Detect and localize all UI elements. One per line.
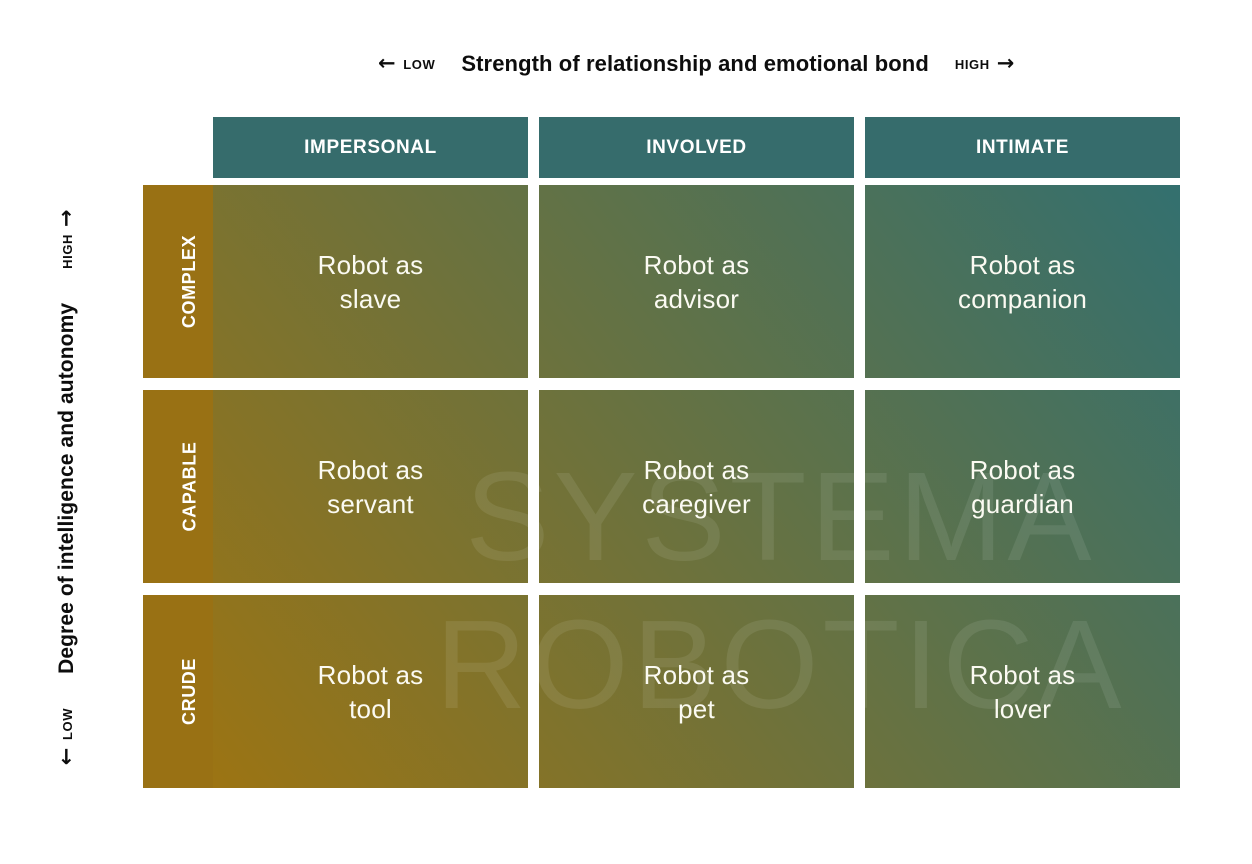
arrow-right-icon: → <box>996 50 1015 75</box>
y-axis-high-label: HIGH <box>59 233 75 269</box>
y-axis-low-endpoint: ← LOW <box>53 707 78 765</box>
cell-text-line: Robot as <box>317 454 424 485</box>
cell-grid: Robot as slave Robot as advisor Robot as… <box>213 185 1180 788</box>
y-axis-label: ← LOW Degree of intelligence and autonom… <box>22 185 112 788</box>
row-header-column: COMPLEX CAPABLE CRUDE <box>143 185 237 788</box>
y-axis-high-endpoint: HIGH → <box>53 208 78 269</box>
cell-text-line: Robot as <box>317 249 424 280</box>
watermark-line-1: SYSTEMA <box>465 446 1096 587</box>
cell-text-line: servant <box>327 488 414 519</box>
column-header-intimate: INTIMATE <box>865 117 1180 178</box>
cell-robot-as-caregiver: Robot as caregiver <box>539 390 854 583</box>
column-header-impersonal: IMPERSONAL <box>213 117 528 178</box>
arrow-up-icon: → <box>53 208 78 227</box>
cell-robot-as-servant: Robot as servant <box>213 390 528 583</box>
cell-text-line: companion <box>958 283 1087 314</box>
grid-separator-vertical-2 <box>854 185 865 788</box>
x-axis-low-label: LOW <box>403 56 436 72</box>
y-axis-low-label: LOW <box>59 707 75 740</box>
cell-robot-as-companion: Robot as companion <box>865 185 1180 378</box>
x-axis-label: ← LOW Strength of relationship and emoti… <box>213 42 1180 86</box>
x-axis-title: Strength of relationship and emotional b… <box>461 51 929 76</box>
y-axis-title: Degree of intelligence and autonomy <box>55 302 78 674</box>
watermark: SYSTEMA ROBOTICA <box>297 443 1252 739</box>
cell-text-line: tool <box>349 693 392 724</box>
cell-text-line: advisor <box>653 283 740 314</box>
cell-robot-as-guardian: Robot as guardian <box>865 390 1180 583</box>
cell-text-line: guardian <box>971 488 1074 519</box>
row-header-crude-label: CRUDE <box>179 657 200 726</box>
row-header-complex-label: COMPLEX <box>179 234 200 329</box>
x-axis-low-endpoint: ← LOW <box>378 50 436 75</box>
column-header-involved: INVOLVED <box>539 117 854 178</box>
arrow-down-icon: ← <box>53 746 78 765</box>
grid-separator-vertical-1 <box>528 185 539 788</box>
cell-robot-as-pet: Robot as pet <box>539 595 854 788</box>
cell-robot-as-lover: Robot as lover <box>865 595 1180 788</box>
cell-text-line: slave <box>339 283 402 314</box>
x-axis-high-label: HIGH <box>954 56 990 72</box>
y-axis-rotated-content: ← LOW Degree of intelligence and autonom… <box>53 208 79 765</box>
matrix-body: SYSTEMA ROBOTICA Robot as slave Robot as… <box>213 185 1180 788</box>
cell-text-line: Robot as <box>643 659 750 690</box>
watermark-line-2: ROBOTICA <box>435 594 1126 735</box>
grid-separator-horizontal-1 <box>213 378 1180 390</box>
cell-text-line: Robot as <box>643 454 750 485</box>
cell-text-line: Robot as <box>969 454 1076 485</box>
x-axis-high-endpoint: HIGH → <box>954 50 1015 75</box>
cell-robot-as-slave: Robot as slave <box>213 185 528 378</box>
cell-text-line: caregiver <box>642 488 751 519</box>
arrow-left-icon: ← <box>378 50 397 75</box>
cell-text-line: Robot as <box>643 249 750 280</box>
cell-robot-as-advisor: Robot as advisor <box>539 185 854 378</box>
cell-text-line: lover <box>993 693 1052 724</box>
cell-text-line: Robot as <box>969 659 1076 690</box>
row-header-capable-label: CAPABLE <box>179 441 200 532</box>
cell-robot-as-tool: Robot as tool <box>213 595 528 788</box>
cell-text-line: pet <box>678 693 715 724</box>
cell-text-line: Robot as <box>969 249 1076 280</box>
column-header-row: IMPERSONAL INVOLVED INTIMATE <box>213 117 1180 178</box>
cell-text-line: Robot as <box>317 659 424 690</box>
grid-separator-horizontal-2 <box>213 583 1180 595</box>
